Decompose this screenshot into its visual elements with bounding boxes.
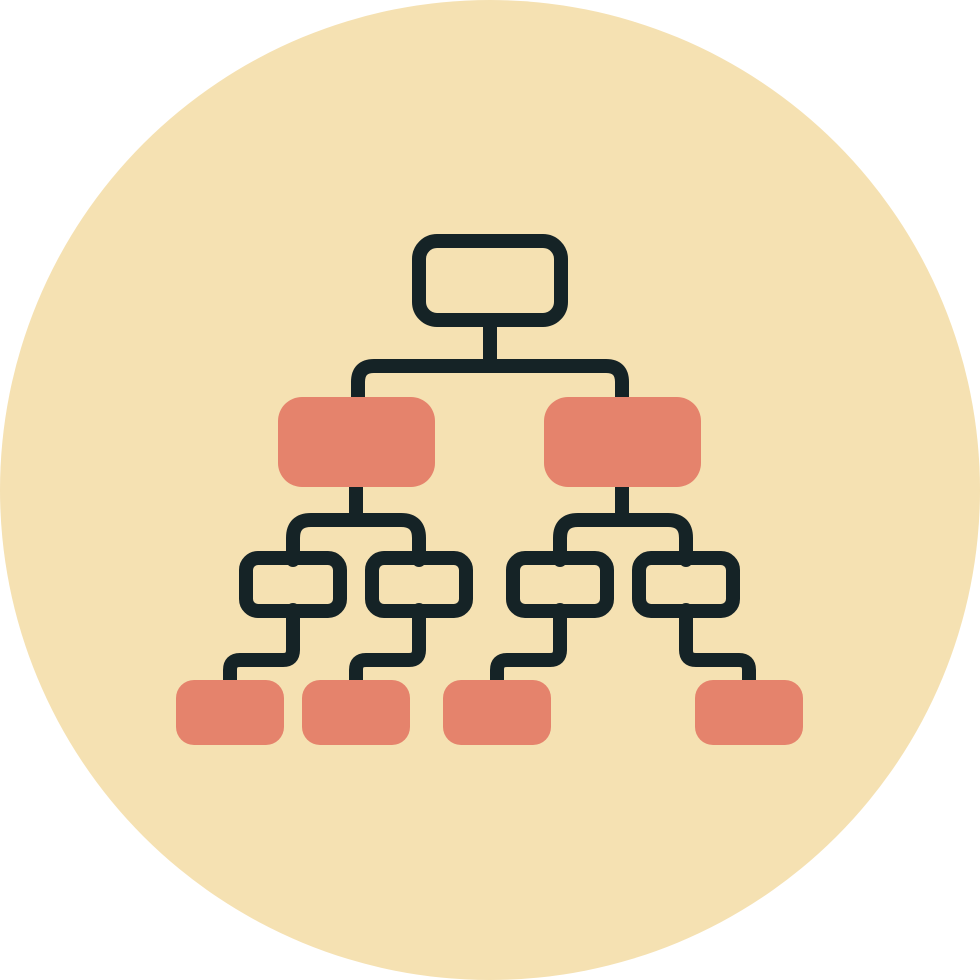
level3-box-4 [632,551,740,618]
connector-leaf-2 [349,603,426,697]
connector-leaf-4 [679,603,756,697]
level3-box-2 [365,551,473,618]
filled-boxes [176,397,803,745]
root-box [412,234,568,327]
leaf-box-2 [302,680,410,745]
leaf-box-1 [176,680,284,745]
level3-box-1 [239,551,347,618]
level2-box-left [278,397,435,487]
level3-box-3 [506,551,614,618]
outlined-boxes [239,234,740,618]
leaf-box-3 [443,680,551,745]
leaf-box-4 [695,680,803,745]
level2-box-right [544,397,701,487]
connector-leaf-3 [490,603,567,697]
connector-lines [223,313,756,697]
connector-left-branch [286,479,426,567]
connector-root-to-level2 [351,313,629,405]
connector-leaf-1 [223,603,300,697]
connector-right-branch [553,479,693,567]
